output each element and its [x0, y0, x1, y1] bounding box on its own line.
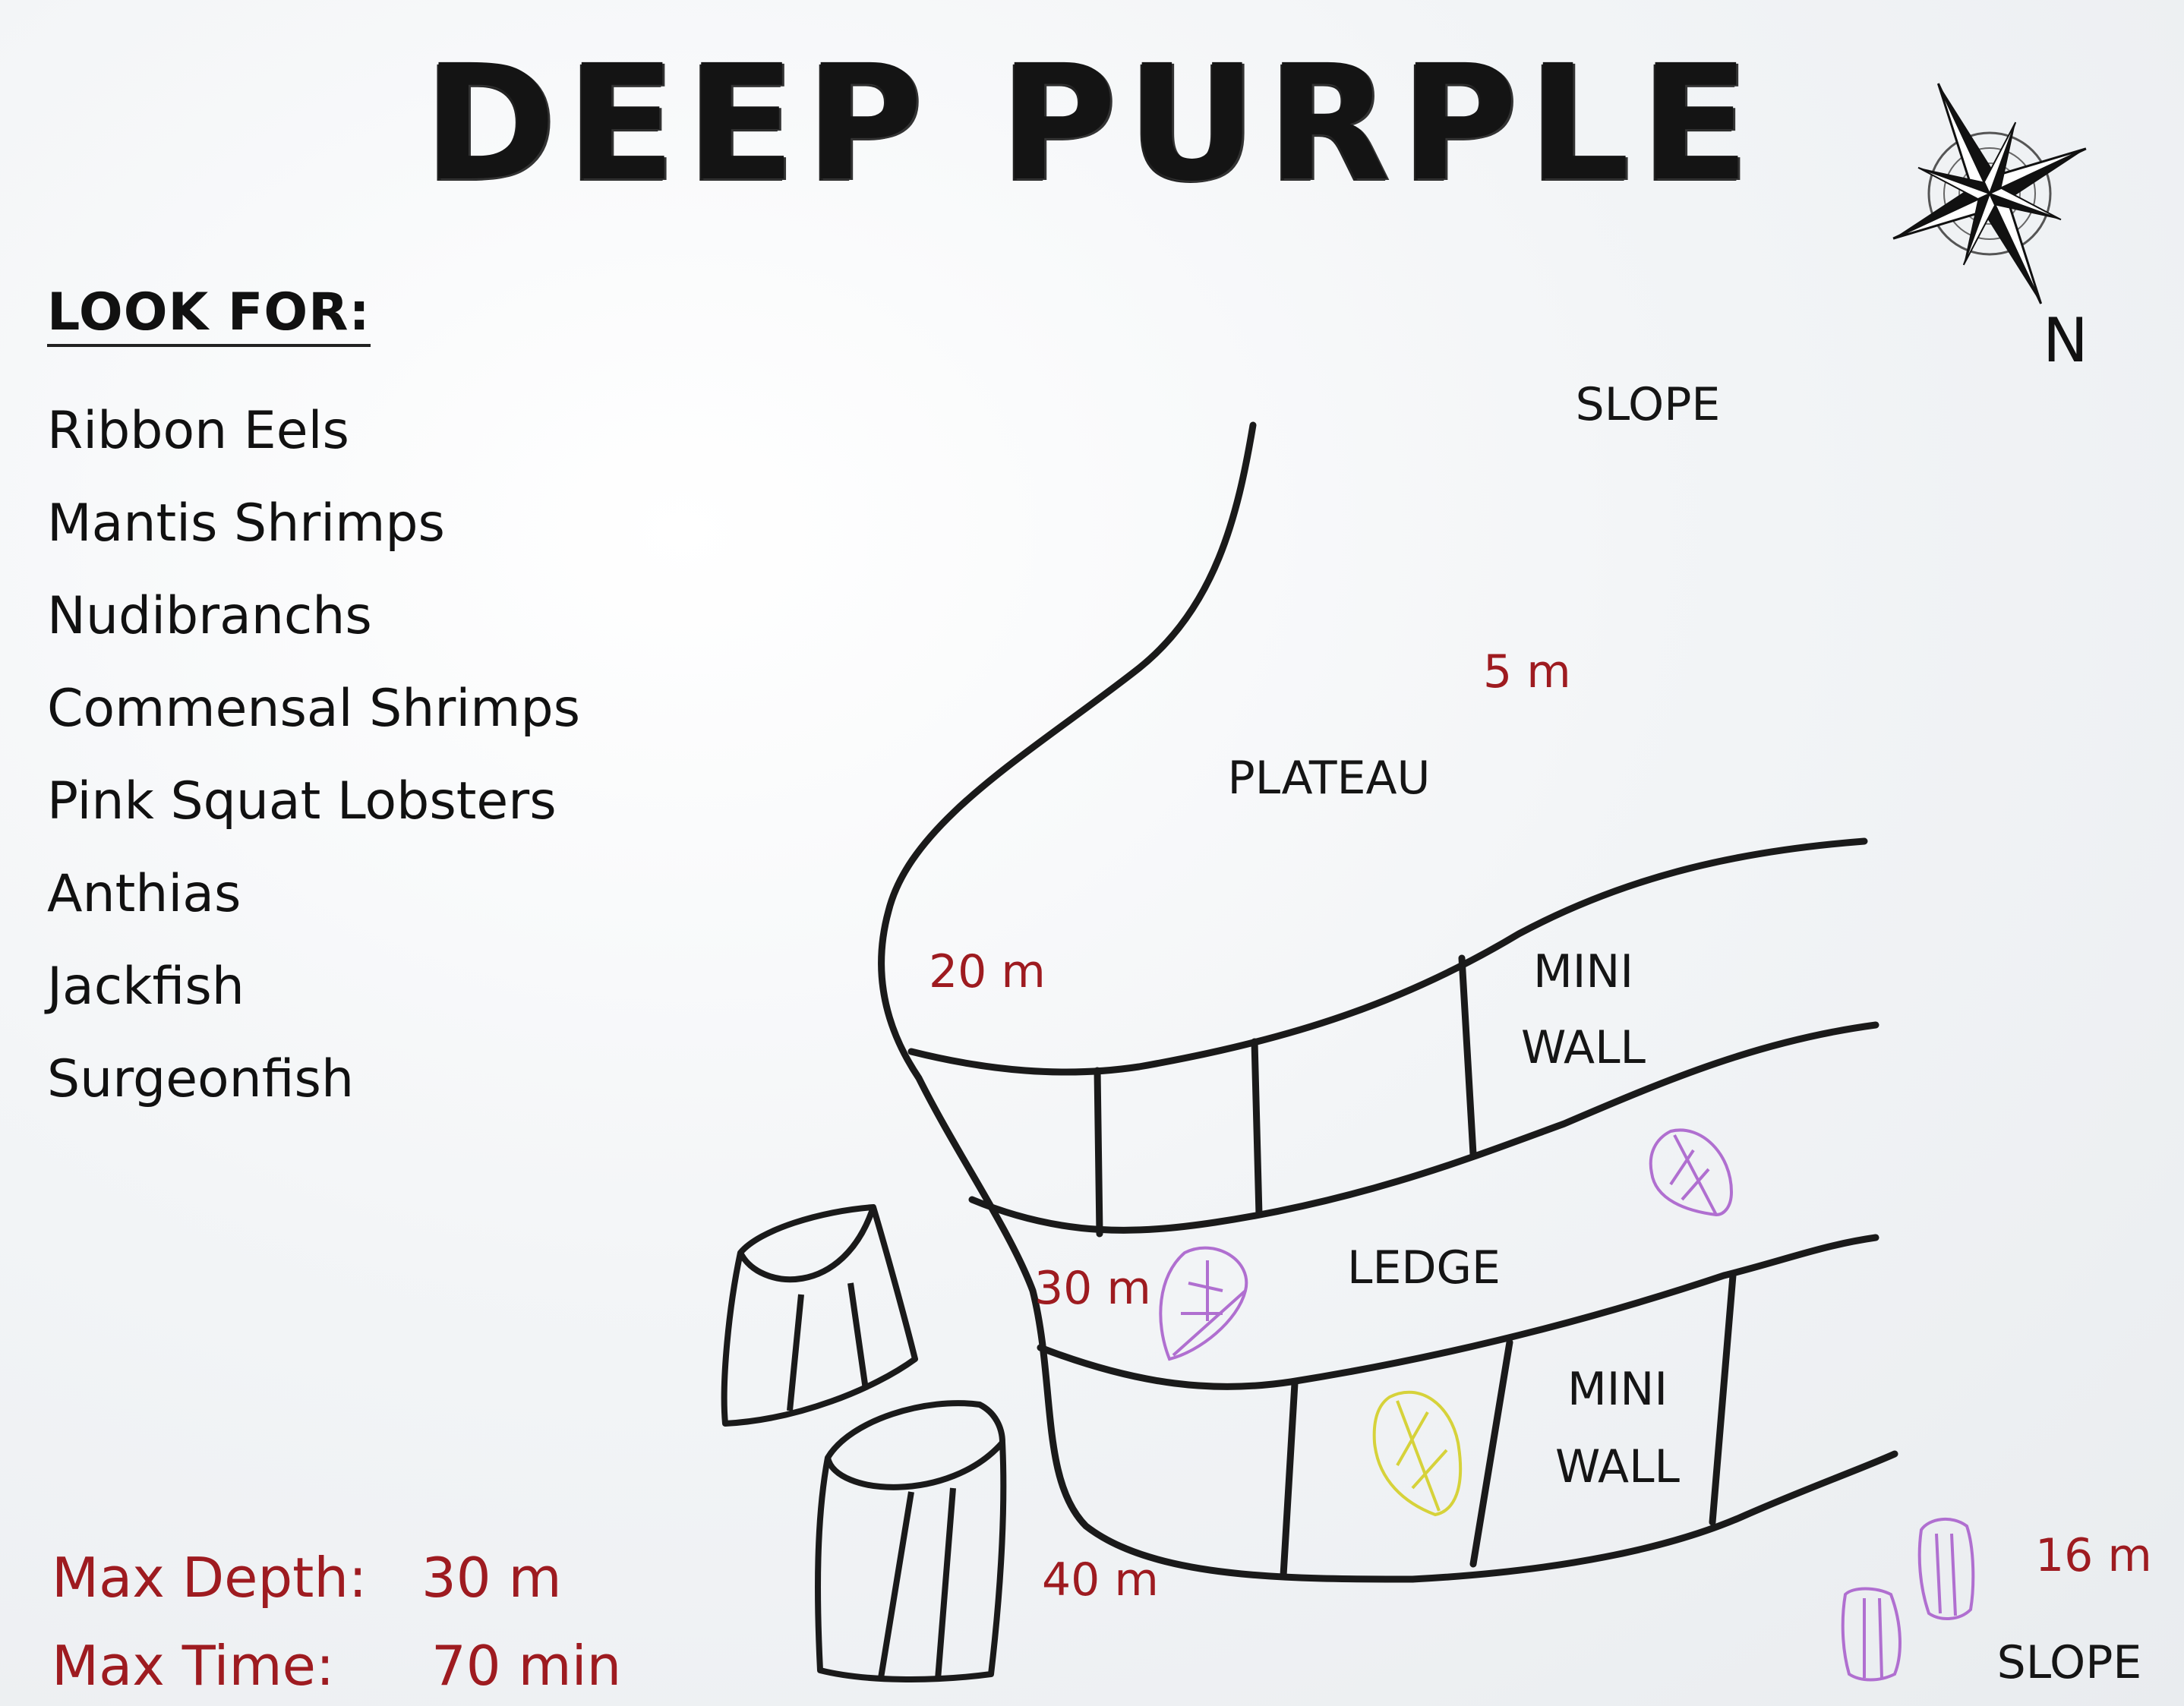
depth-label-20m: 20 m [929, 945, 1046, 998]
list-item: Jackfish [47, 957, 245, 1017]
reef-edge-outline [878, 421, 1416, 1583]
wall-divider [1251, 1038, 1263, 1219]
max-time-value: 70 min [431, 1634, 622, 1698]
north-label: N [2043, 305, 2088, 376]
depth-label-40m: 40 m [1042, 1553, 1159, 1607]
mini-wall-2-line1: MINI [1567, 1363, 1668, 1416]
depth-label-30m: 30 m [1034, 1262, 1151, 1315]
wall-divider [1280, 1380, 1299, 1579]
contour-20m [907, 837, 1868, 1076]
rock-lower-icon [815, 1400, 1007, 1682]
mini-wall-1-line1: MINI [1532, 945, 1634, 998]
slope-top-label: SLOPE [1575, 378, 1721, 431]
contour-40m [1409, 1450, 1898, 1583]
list-item: Mantis Shrimps [47, 494, 445, 553]
list-item: Surgeonfish [47, 1049, 355, 1109]
max-time-label: Max Time: [52, 1634, 335, 1698]
list-item: Nudibranchs [47, 586, 372, 646]
plateau-label: PLATEAU [1227, 752, 1431, 805]
list-item: Commensal Shrimps [47, 679, 581, 739]
rock-upper-icon [721, 1204, 918, 1427]
max-depth-value: 30 m [421, 1546, 562, 1610]
depth-label-16m: 16 m [2035, 1529, 2152, 1582]
species-list: Ribbon Eels Mantis Shrimps Nudibranchs C… [47, 389, 580, 1130]
mini-wall-1-line2: WALL [1521, 1021, 1646, 1074]
max-depth-label: Max Depth: [52, 1546, 368, 1610]
wall-divider [1709, 1272, 1737, 1526]
purple-coral-icon [1649, 1128, 1734, 1217]
map-title: DEEP PURPLE [424, 30, 1760, 216]
ledge-label: LEDGE [1347, 1241, 1501, 1294]
contour-30m-upper [968, 1021, 1879, 1234]
wall-divider [1458, 954, 1477, 1158]
contour-30m-lower [1037, 1234, 1879, 1390]
purple-coral-icon [1159, 1246, 1248, 1361]
depth-label-5m: 5 m [1483, 645, 1571, 698]
wall-divider [1469, 1339, 1513, 1568]
compass-rose-icon [1892, 83, 2087, 304]
list-item: Pink Squat Lobsters [47, 771, 557, 831]
yellow-coral-icon [1372, 1390, 1463, 1517]
list-item: Anthias [47, 864, 241, 924]
mini-wall-2-line2: WALL [1555, 1440, 1680, 1493]
list-item: Ribbon Eels [47, 401, 349, 461]
small-rock-icon [1841, 1517, 1975, 1682]
look-for-heading: LOOK FOR: [47, 282, 371, 347]
wall-divider [1094, 1067, 1103, 1238]
slope-bottom-label: SLOPE [1996, 1636, 2142, 1689]
